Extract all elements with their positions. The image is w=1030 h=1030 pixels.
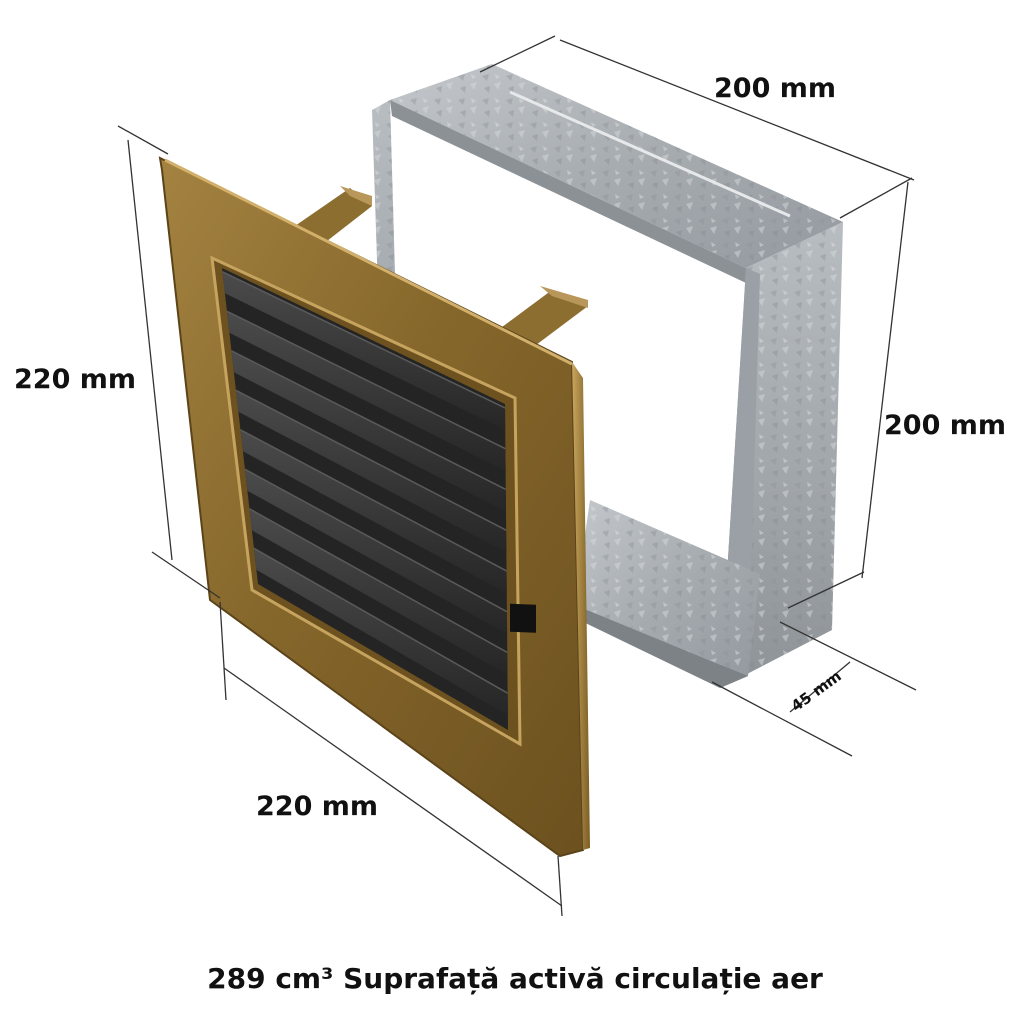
caption: 289 cm³ Suprafață activă circulație aer bbox=[207, 962, 823, 995]
label-grille-height: 220 mm bbox=[14, 364, 136, 395]
louver-slat-edge bbox=[240, 429, 507, 572]
dimension-lines bbox=[117, 35, 917, 917]
galvanized-frame bbox=[372, 64, 843, 688]
dim-tick-grille-height-a bbox=[117, 125, 169, 155]
dim-line-grille-width bbox=[223, 667, 563, 907]
dim-tick-frame-height-b bbox=[787, 571, 865, 609]
louver-slat bbox=[249, 508, 508, 675]
dim-tick-frame-width-b bbox=[839, 177, 913, 219]
frame-top-slot bbox=[509, 90, 791, 218]
mounting-tab-lower bbox=[498, 290, 588, 348]
dim-tick-grille-height-b bbox=[151, 551, 221, 599]
louvers bbox=[222, 271, 509, 716]
dim-line-frame-height bbox=[861, 181, 909, 579]
dim-tick-frame-width-a bbox=[479, 35, 556, 73]
mounting-tab-upper-top bbox=[340, 186, 372, 206]
gold-grille bbox=[158, 156, 590, 858]
dim-line-frame-depth bbox=[779, 621, 917, 691]
louver-slat bbox=[253, 548, 508, 716]
dim-tick-grille-width-b bbox=[557, 855, 563, 917]
frame-top-lip bbox=[390, 100, 746, 283]
louver-slat bbox=[226, 311, 506, 471]
adjustment-knob bbox=[510, 603, 536, 633]
louver-slat bbox=[235, 390, 507, 553]
frame-top-panel-texture bbox=[390, 64, 843, 268]
louver-slat-edge bbox=[231, 350, 507, 491]
dim-tick-grille-width-a bbox=[219, 601, 227, 701]
label-grille-width: 220 mm bbox=[256, 791, 378, 822]
label-frame-width: 200 mm bbox=[714, 73, 836, 104]
label-frame-height: 200 mm bbox=[884, 410, 1006, 441]
dim-line-grille-height bbox=[127, 139, 173, 561]
louver-slat-edge bbox=[244, 468, 508, 613]
louver-slat-edge bbox=[249, 508, 508, 654]
louver-slat bbox=[240, 429, 507, 594]
label-frame-depth: 45 mm bbox=[788, 667, 845, 715]
louver-slat-edge bbox=[226, 310, 506, 450]
dim-line-frame-width bbox=[559, 39, 915, 181]
grille-top-highlight bbox=[164, 158, 573, 366]
frame-bottom-edge bbox=[575, 605, 748, 688]
dim-tick-frame-depth bbox=[789, 661, 851, 713]
mounting-tab-lower-top bbox=[540, 286, 588, 308]
louver-slat-edge bbox=[235, 389, 507, 531]
louver-slat-edge bbox=[253, 547, 509, 694]
grille-right-edge bbox=[572, 362, 590, 850]
louver-slat-edge bbox=[222, 271, 506, 409]
louver-slat bbox=[244, 469, 508, 634]
louver-slat bbox=[222, 271, 506, 431]
louver-slat bbox=[231, 350, 506, 512]
frame-bottom-panel-texture bbox=[575, 500, 760, 676]
dim-line-frame-depth-b bbox=[711, 681, 853, 757]
